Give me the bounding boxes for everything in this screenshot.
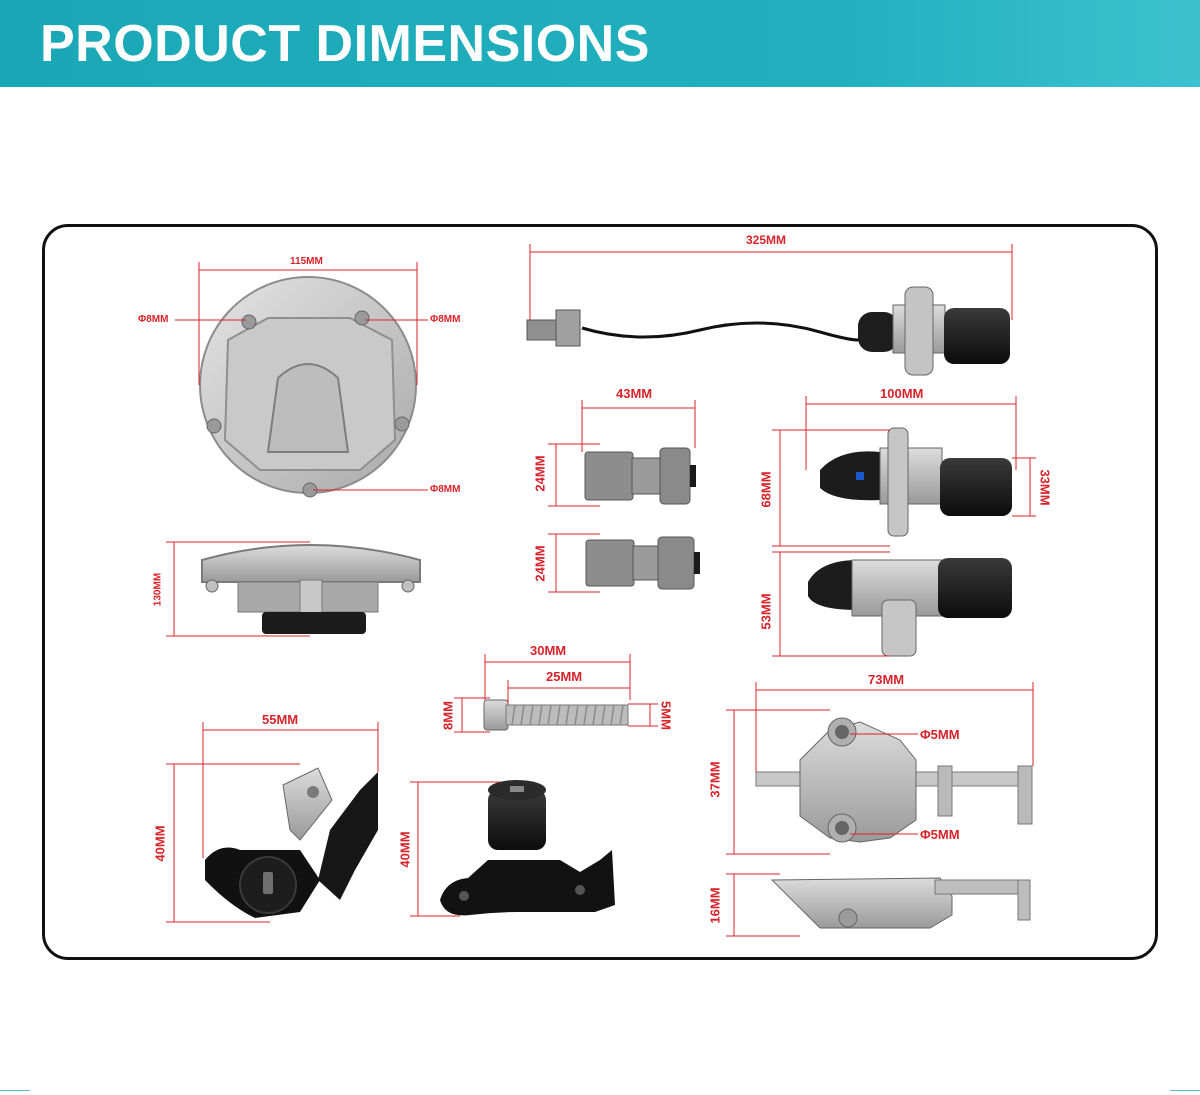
fuel-cap-height-line [166, 541, 310, 637]
cable-length-line [529, 244, 1013, 320]
label-screw-head: 8MM [440, 701, 456, 730]
label-fuel-cap-hole-bottom: Φ8MM [430, 484, 461, 495]
bracket-side-image [770, 877, 1031, 929]
footer-divider-left [0, 1090, 30, 1091]
label-fuel-cap-hole-right: Φ8MM [430, 314, 461, 325]
label-seat-lock-width: 55MM [262, 712, 299, 727]
ignition-dimension-lines [772, 396, 1036, 657]
label-ignition-lower-height: 53MM [758, 593, 774, 630]
label-screw-thread: 25MM [546, 669, 583, 684]
connector-top-image [584, 447, 696, 505]
fuel-cap-dimension-lines [175, 262, 428, 491]
page-title: PRODUCT DIMENSIONS [40, 15, 650, 73]
fuel-cap-top-image [199, 276, 417, 498]
screw-dimension-lines [454, 654, 658, 733]
helmet-lock-image [440, 780, 615, 916]
label-ignition-width: 100MM [880, 386, 924, 401]
bracket-image [755, 717, 1033, 843]
label-seat-lock-height: 40MM [152, 825, 168, 862]
label-fuel-cap-height: 130MM [152, 572, 164, 607]
helmet-lock-dimension-lines [410, 781, 500, 917]
label-bracket-width: 73MM [868, 672, 905, 687]
label-cable-length: 325MM [746, 233, 787, 247]
label-fuel-cap-hole-left: Φ8MM [138, 314, 169, 325]
ignition-cable-image [526, 286, 1010, 376]
label-bracket-hole-top: Φ5MM [920, 727, 960, 742]
label-ignition-barrel: 33MM [1037, 469, 1053, 506]
fuel-cap-side-image [201, 544, 421, 634]
screw-image [483, 699, 629, 731]
bracket-dimension-lines [726, 682, 1034, 937]
seat-lock-dimension-lines [166, 722, 379, 923]
label-bracket-height: 37MM [707, 761, 723, 798]
label-connector-height-bottom: 24MM [532, 545, 548, 582]
label-connector-width: 43MM [616, 386, 653, 401]
footer-divider-right [1170, 1090, 1200, 1091]
ignition-switch-bottom-image [808, 558, 1012, 657]
label-bracket-side-height: 16MM [707, 887, 723, 924]
seat-lock-image [205, 767, 378, 918]
label-helmet-lock-height: 40MM [397, 831, 413, 868]
header-banner: PRODUCT DIMENSIONS [0, 0, 1200, 87]
connector-bottom-image [585, 536, 700, 590]
label-screw-diameter: 5MM [658, 701, 674, 730]
label-fuel-cap-width: 115MM [290, 256, 323, 267]
label-bracket-hole-bottom: Φ5MM [920, 827, 960, 842]
ignition-switch-top-image [820, 427, 1012, 537]
label-ignition-height: 68MM [758, 471, 774, 508]
label-connector-height-top: 24MM [532, 455, 548, 492]
connector-dimension-lines [548, 400, 696, 593]
label-screw-total: 30MM [530, 643, 567, 658]
